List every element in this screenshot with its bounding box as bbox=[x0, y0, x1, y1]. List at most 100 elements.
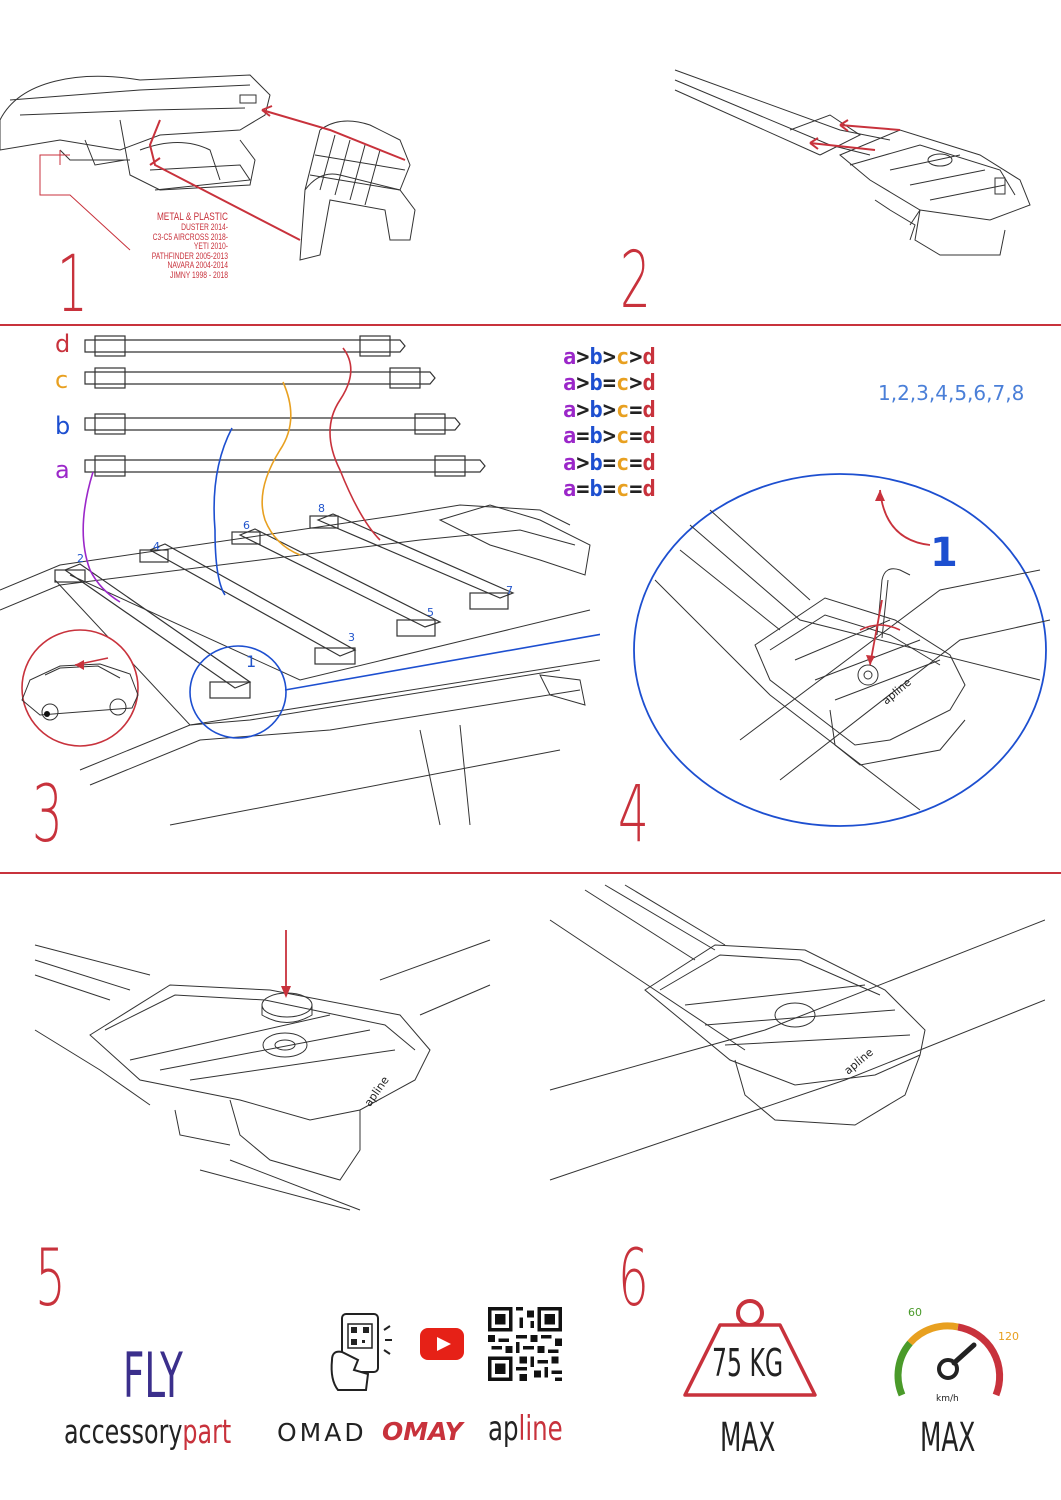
compatibility-note: METAL & PLASTIC DUSTER 2014- C3-C5 AIRCR… bbox=[110, 211, 228, 280]
bar-a bbox=[84, 455, 486, 477]
rule-token: a bbox=[563, 424, 577, 450]
rule-token: c bbox=[616, 397, 630, 423]
step-number-5: 5 bbox=[35, 1234, 66, 1324]
rule-line: a>b>c>d bbox=[563, 345, 656, 371]
accessorypart-logo: accessorypart bbox=[64, 1415, 231, 1448]
rule-token: > bbox=[576, 450, 590, 476]
rule-token: = bbox=[629, 450, 643, 476]
rule-line: a>b=c>d bbox=[563, 371, 656, 397]
apline-logo: apline bbox=[488, 1412, 563, 1446]
weight-icon bbox=[680, 1295, 820, 1404]
rule-token: b bbox=[589, 397, 603, 423]
rule-token: c bbox=[616, 450, 630, 476]
phone-scan-icon bbox=[328, 1310, 398, 1399]
step-number-2: 2 bbox=[620, 236, 651, 326]
weight-label: 75 KG bbox=[712, 1341, 784, 1385]
position-label: 4 bbox=[153, 540, 160, 553]
rule-token: > bbox=[576, 345, 590, 370]
rule-token: d bbox=[642, 477, 656, 503]
position-label: 3 bbox=[348, 631, 355, 644]
bar-c bbox=[84, 367, 436, 389]
rule-token: b bbox=[589, 477, 603, 503]
rule-token: d bbox=[642, 371, 656, 397]
step-number-3: 3 bbox=[32, 770, 63, 860]
tighten-sequence: 1,2,3,4,5,6,7,8 bbox=[878, 381, 1025, 405]
rule-line: a=b=c=d bbox=[563, 477, 656, 503]
logo-text: ap bbox=[488, 1409, 519, 1449]
position-label: 2 bbox=[77, 552, 84, 565]
vehicle-item: JIMNY 1998 - 2018 bbox=[169, 269, 228, 280]
material-label: METAL & PLASTIC bbox=[156, 211, 228, 223]
logo-text: accessory bbox=[64, 1412, 183, 1451]
omay-logo: OMAY bbox=[382, 1417, 463, 1446]
vehicle-item: DUSTER 2014- bbox=[181, 222, 228, 232]
rule-token: c bbox=[616, 477, 630, 503]
rule-token: b bbox=[589, 345, 603, 370]
vehicle-item: YETI 2010- bbox=[193, 241, 228, 251]
rule-token: a bbox=[563, 397, 577, 423]
rule-token: b bbox=[589, 371, 603, 397]
position-label: 6 bbox=[243, 519, 250, 532]
step-number-4: 4 bbox=[618, 770, 649, 860]
step3-illustration bbox=[0, 330, 600, 830]
rule-token: > bbox=[576, 371, 590, 397]
rule-token: > bbox=[602, 424, 616, 450]
bar-label-a: a bbox=[55, 456, 70, 484]
omad-logo: OMAD bbox=[277, 1418, 367, 1447]
rule-token: = bbox=[629, 424, 643, 450]
rule-token: > bbox=[576, 397, 590, 423]
position-label: 7 bbox=[506, 584, 513, 597]
rule-line: a=b>c=d bbox=[563, 424, 656, 450]
logo-text: part bbox=[182, 1412, 232, 1451]
rule-token: d bbox=[642, 345, 656, 370]
step2-illustration bbox=[660, 60, 1060, 270]
vehicle-item: C3-C5 AIRCROSS 2018- bbox=[152, 231, 228, 242]
youtube-icon[interactable] bbox=[420, 1328, 464, 1364]
rule-token: = bbox=[629, 397, 643, 423]
step-number-1: 1 bbox=[57, 240, 88, 330]
bar-label-c: c bbox=[55, 366, 69, 394]
rule-token: > bbox=[629, 345, 643, 370]
car-inset-icon bbox=[21, 629, 139, 747]
rule-token: = bbox=[602, 450, 616, 476]
section-divider-top bbox=[0, 324, 1061, 326]
bar-label-b: b bbox=[55, 412, 71, 440]
rule-token: a bbox=[563, 345, 577, 370]
vehicle-item: PATHFINDER 2005-2013 bbox=[151, 250, 228, 261]
fly-logo: FLY bbox=[123, 1339, 183, 1412]
speedometer-icon bbox=[888, 1305, 1008, 1409]
rule-line: a>b=c=d bbox=[563, 451, 656, 477]
speed-high-label: 120 bbox=[998, 1330, 1019, 1343]
rule-token: = bbox=[576, 424, 590, 450]
qr-code-icon[interactable] bbox=[488, 1307, 562, 1385]
bar-label-d: d bbox=[55, 330, 71, 358]
bar-b bbox=[84, 413, 461, 435]
rule-token: c bbox=[616, 371, 630, 397]
vehicle-item: NAVARA 2004-2014 bbox=[167, 260, 228, 270]
rule-token: a bbox=[563, 450, 577, 476]
rule-token: d bbox=[642, 397, 656, 423]
step1-illustration bbox=[0, 40, 440, 310]
rule-token: b bbox=[589, 424, 603, 450]
rule-token: = bbox=[602, 371, 616, 397]
speed-unit-label: km/h bbox=[936, 1394, 959, 1404]
step5-illustration bbox=[30, 920, 500, 1220]
speed-low-label: 60 bbox=[908, 1306, 922, 1319]
bar-order-rules: a>b>c>d a>b=c>d a>b>c=d a=b>c=d a>b=c=d … bbox=[563, 345, 656, 503]
rule-token: a bbox=[563, 477, 577, 503]
rule-token: d bbox=[642, 424, 656, 450]
rule-line: a>b>c=d bbox=[563, 398, 656, 424]
rule-token: c bbox=[616, 345, 630, 370]
rule-token: d bbox=[642, 450, 656, 476]
position-label: 1 bbox=[246, 652, 257, 671]
rule-token: > bbox=[629, 371, 643, 397]
logo-text: line bbox=[518, 1409, 563, 1449]
rule-token: b bbox=[589, 450, 603, 476]
rule-token: = bbox=[602, 477, 616, 503]
bolt-label-1: 1 bbox=[930, 530, 958, 576]
section-divider-middle bbox=[0, 872, 1061, 874]
position-label: 8 bbox=[318, 502, 325, 515]
rule-token: = bbox=[629, 477, 643, 503]
position-label: 5 bbox=[427, 606, 434, 619]
step-number-6: 6 bbox=[618, 1234, 649, 1324]
